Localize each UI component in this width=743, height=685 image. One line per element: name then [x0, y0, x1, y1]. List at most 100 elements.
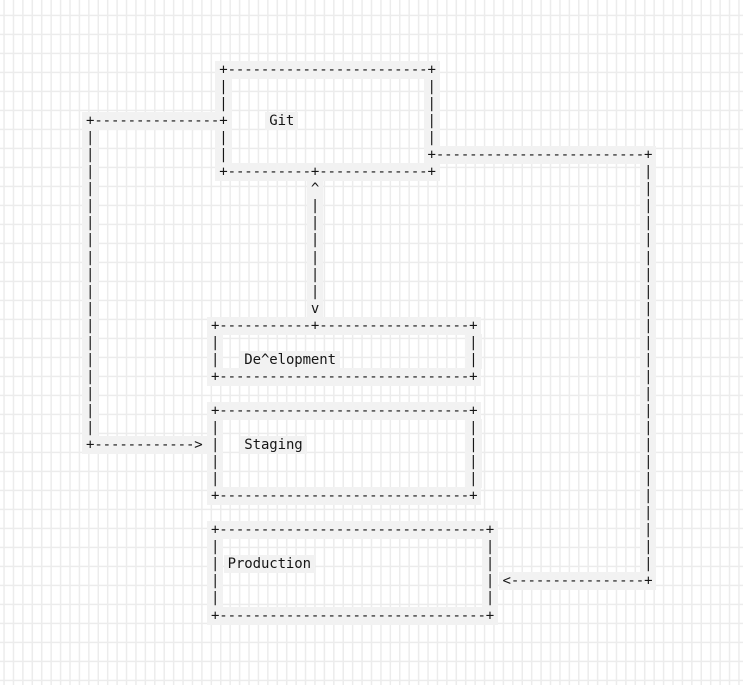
ascii-run: |: [485, 555, 495, 574]
ascii-gap: [219, 590, 486, 606]
ascii-line: | | |: [86, 538, 653, 557]
ascii-run: |: [86, 384, 95, 403]
ascii-gap: [494, 573, 502, 589]
ascii-run: +---------------+: [86, 112, 228, 131]
ascii-run: |: [86, 180, 95, 199]
ascii-run: |: [644, 248, 653, 267]
ascii-run: |: [644, 436, 653, 455]
ascii-gap: [86, 573, 211, 589]
ascii-run: +-----------+------------------+: [210, 316, 478, 335]
ascii-line: | | | |: [86, 333, 653, 352]
ascii-gap: [86, 590, 211, 606]
ascii-run: |: [644, 384, 653, 403]
ascii-run: |: [86, 350, 95, 369]
ascii-run: +------------------------+: [219, 61, 436, 79]
ascii-gap: [477, 318, 644, 334]
ascii-line: | | |: [86, 197, 653, 216]
ascii-run: +------------>: [86, 436, 203, 455]
ascii-line: +--------------------------------+ |: [86, 521, 652, 540]
ascii-line: +---------------+ Git |: [86, 112, 652, 131]
ascii-run: |: [644, 333, 653, 352]
ascii-gap: [219, 335, 469, 351]
ascii-run: |: [310, 197, 320, 216]
ascii-gap: [94, 130, 219, 146]
ascii-line: | | |: [86, 231, 653, 250]
ascii-line: | +------------------------------+ |: [86, 401, 653, 420]
ascii-gap: [94, 267, 311, 283]
ascii-run: |: [310, 231, 320, 250]
ascii-run: |: [210, 418, 220, 437]
ascii-gap: [228, 113, 270, 129]
ascii-line: | | |: [86, 282, 653, 301]
ascii-run: +------------------------------+: [210, 487, 478, 506]
ascii-gap: [319, 198, 644, 214]
ascii-run: |: [310, 248, 320, 267]
ascii-run: |: [644, 487, 653, 506]
ascii-gap: [319, 181, 644, 197]
ascii-run: |: [644, 453, 653, 472]
ascii-run: +----------+-------------+: [219, 163, 436, 182]
ascii-run: |: [86, 401, 95, 420]
ascii-run: |: [644, 214, 653, 233]
ascii-run: |: [86, 418, 95, 437]
ascii-run: |: [210, 333, 220, 352]
ascii-run: |: [210, 453, 220, 472]
ascii-run: Production: [227, 555, 311, 574]
ascii-gap: [477, 403, 644, 419]
ascii-run: |: [310, 214, 320, 233]
ascii-run: |: [469, 418, 478, 437]
ascii-line: | | |: [86, 265, 653, 284]
ascii-gap: [477, 369, 644, 385]
ascii-gap: [494, 539, 644, 555]
ascii-run: |: [644, 231, 653, 250]
ascii-gap: [86, 556, 211, 572]
ascii-run: |: [210, 470, 220, 489]
ascii-gap: [319, 215, 644, 231]
ascii-gap: [94, 250, 311, 266]
ascii-gap: [94, 335, 211, 351]
ascii-gap: [86, 522, 211, 538]
ascii-run: |: [210, 589, 220, 608]
ascii-gap: [311, 556, 486, 572]
ascii-gap: [319, 267, 644, 283]
ascii-line: | +-----------+------------------+ |: [86, 316, 653, 335]
ascii-run: |: [644, 265, 653, 284]
ascii-gap: [86, 454, 211, 470]
ascii-gap: [94, 284, 311, 300]
ascii-line: +------------------------+: [86, 61, 652, 79]
ascii-gap: [86, 505, 644, 521]
ascii-gap: [94, 164, 219, 180]
ascii-run: |: [469, 333, 478, 352]
ascii-gap: [94, 420, 211, 436]
ascii-gap: [94, 403, 211, 419]
ascii-run: |: [644, 401, 653, 420]
ascii-gap: [94, 232, 311, 248]
ascii-line: | +------------------------------+ |: [86, 367, 653, 386]
ascii-run: |: [427, 112, 436, 131]
ascii-run: |: [86, 146, 95, 165]
ascii-run: |: [86, 333, 95, 352]
ascii-gap: [478, 352, 645, 368]
ascii-run: |: [86, 299, 95, 318]
ascii-line: | |: [86, 589, 652, 608]
ascii-run: |: [485, 572, 495, 591]
ascii-line: | | | |: [86, 418, 653, 437]
ascii-run: |: [427, 78, 436, 97]
ascii-gap: [228, 147, 428, 163]
ascii-gap: [86, 608, 211, 624]
ascii-line: | | |: [86, 248, 653, 267]
ascii-run: +------------------------------+: [210, 401, 478, 420]
ascii-run: +--------------------------------+: [210, 521, 495, 540]
ascii-gap: [86, 488, 211, 504]
ascii-run: |: [86, 231, 95, 250]
ascii-gap: [303, 437, 470, 453]
ascii-run: |: [427, 95, 436, 114]
ascii-run: |: [427, 129, 436, 148]
ascii-run: |: [644, 470, 653, 489]
ascii-gap: [86, 62, 219, 78]
ascii-gap: [294, 113, 427, 129]
ascii-line: +--------------------------------+: [86, 606, 652, 625]
ascii-run: |: [644, 316, 653, 335]
ascii-run: |: [644, 504, 653, 523]
ascii-gap: [477, 488, 644, 504]
